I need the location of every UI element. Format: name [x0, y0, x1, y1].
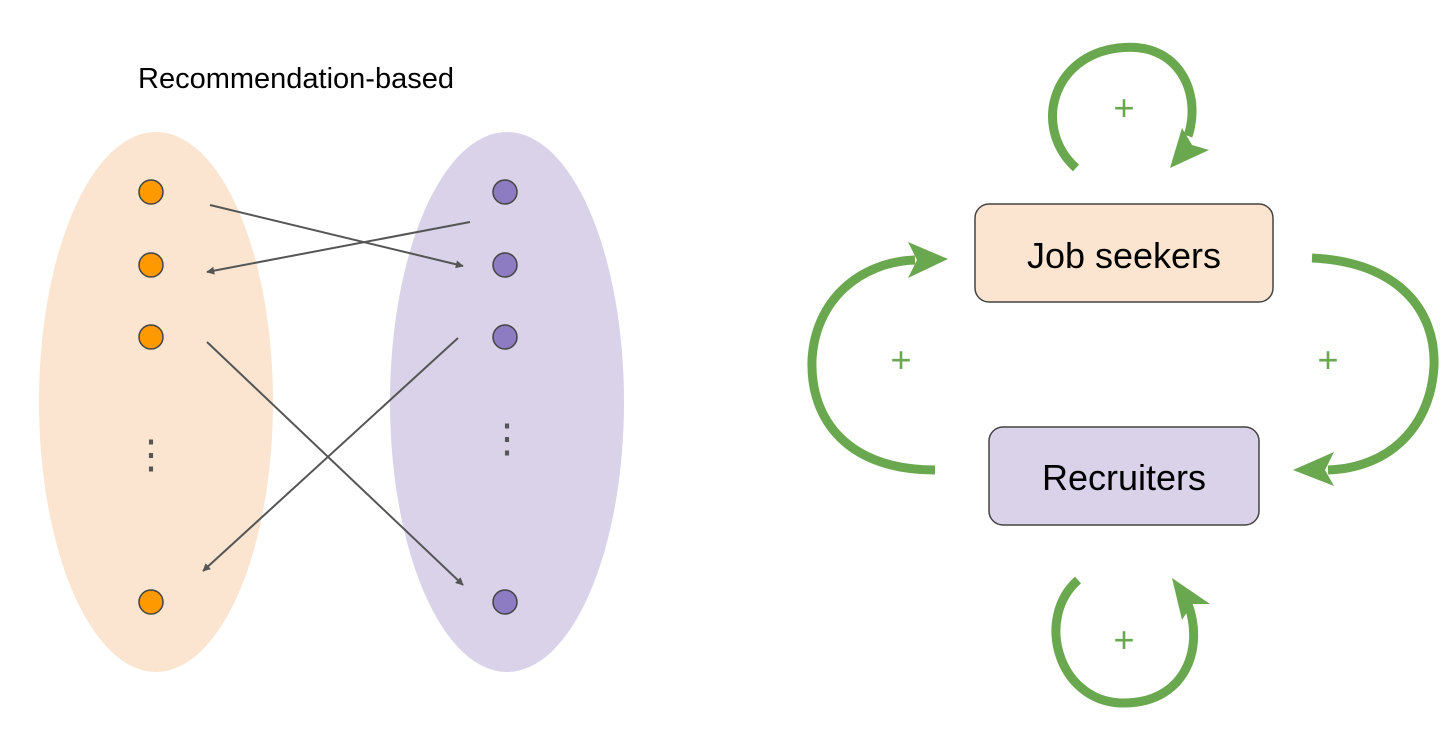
- loop-arrowhead-icon: [1293, 452, 1334, 486]
- recruiters-box: [988, 426, 1260, 526]
- recruiter-node: [492, 589, 518, 615]
- recruiters-label: Recruiters: [1042, 457, 1206, 498]
- recommendation-arrow: [209, 204, 464, 269]
- top-loop-plus: +: [1113, 87, 1134, 128]
- job-seekers-box: [974, 203, 1274, 303]
- recruiter-ellipsis: ⋮: [487, 417, 527, 461]
- recruiter-node: [492, 179, 518, 205]
- recruiter-node: [492, 252, 518, 278]
- left-diagram-title: Recommendation-based: [138, 63, 454, 95]
- recruiter-group: [390, 132, 624, 672]
- recommendation-arrow: [202, 337, 459, 572]
- right-loop-plus: +: [1317, 339, 1338, 380]
- job-seekers-label: Job seekers: [1027, 235, 1221, 276]
- recruiters-self-loop: [1051, 576, 1199, 708]
- recruiters-to-job-seekers-loop: [807, 255, 936, 475]
- loop-arrowhead-icon: [1172, 578, 1210, 620]
- left-loop-plus: +: [890, 339, 911, 380]
- loop-arrowhead-icon: [908, 242, 948, 278]
- job-seekers-self-loop: [1048, 42, 1197, 172]
- recommendation-arrow: [206, 341, 464, 586]
- recommendation-arrow: [206, 221, 471, 275]
- loop-arrowhead-icon: [1170, 128, 1209, 168]
- job-seeker-node: [138, 324, 164, 350]
- job-seeker-node: [138, 589, 164, 615]
- recruiter-node: [492, 324, 518, 350]
- job-seeker-node: [138, 179, 164, 205]
- job-seekers-to-recruiters-loop: [1311, 253, 1439, 475]
- job-seeker-node: [138, 252, 164, 278]
- job-seeker-ellipsis: ⋮: [131, 433, 171, 477]
- bottom-loop-plus: +: [1113, 619, 1134, 660]
